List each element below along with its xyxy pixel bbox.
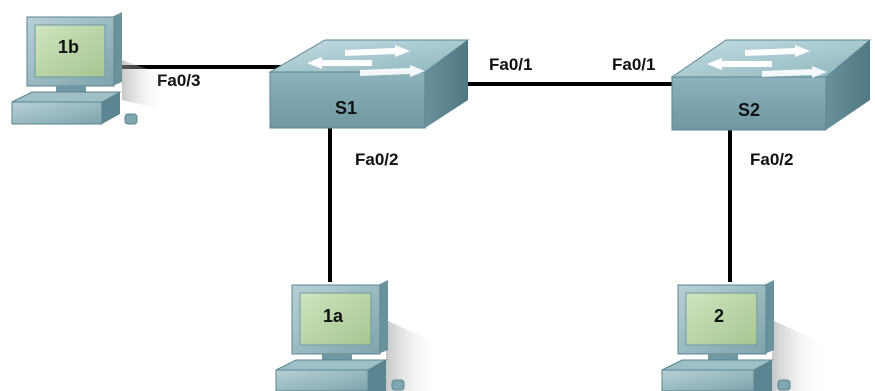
pc-2-label: 2 xyxy=(714,306,724,326)
pc-1b-mouse xyxy=(124,113,138,125)
pc-1b: 1b xyxy=(11,12,165,125)
port-label-s2-fa0-2: Fa0/2 xyxy=(750,150,793,169)
pc-1b-base-side xyxy=(102,92,120,124)
switch-s1-arrows-icon xyxy=(307,45,425,77)
switch-s2-front xyxy=(671,76,827,131)
pc-2-shadow xyxy=(772,320,826,391)
pc-1a-mouse xyxy=(391,379,405,391)
links xyxy=(122,65,732,282)
pc-2-base xyxy=(661,369,755,391)
pc-2-keyboard xyxy=(661,359,774,371)
pc-2-mouse xyxy=(777,379,791,391)
pc-1b-base xyxy=(11,101,103,125)
port-label-s1-fa0-2: Fa0/2 xyxy=(355,150,398,169)
pc-1b-screen xyxy=(34,24,106,78)
pc-1a-shadow xyxy=(386,320,440,391)
pc-1a-base xyxy=(275,369,369,391)
port-label-s1-fa0-1: Fa0/1 xyxy=(489,55,532,74)
pc-1a-label: 1a xyxy=(323,306,344,326)
switch-s1-label: S1 xyxy=(335,98,357,118)
switch-s2-label: S2 xyxy=(738,100,760,120)
pc-1a-screen xyxy=(299,292,372,346)
pc-2-base-side xyxy=(754,360,772,391)
pc-2-stand xyxy=(708,354,738,360)
pc-2: 2 xyxy=(661,280,826,391)
pc-2-screen xyxy=(685,292,758,346)
switch-s1: S1 xyxy=(268,39,470,129)
pc-1b-keyboard xyxy=(11,91,122,103)
pc-1a-stand xyxy=(322,354,352,360)
pc-1b-stand xyxy=(56,86,86,92)
pc-1a: 1a xyxy=(275,280,440,391)
port-label-s2-fa0-1: Fa0/1 xyxy=(612,55,655,74)
switch-s1-front xyxy=(269,71,426,129)
switch-s2-arrows-icon xyxy=(707,45,827,78)
pc-1b-shadow xyxy=(122,60,165,110)
switch-s2: S2 xyxy=(670,39,872,131)
pc-1b-label: 1b xyxy=(58,37,79,57)
port-label-fa0-3: Fa0/3 xyxy=(157,71,200,90)
pc-1a-keyboard xyxy=(275,359,388,371)
switch-s2-side xyxy=(826,40,870,130)
pc-1a-base-side xyxy=(368,360,386,391)
switch-s1-side xyxy=(425,40,468,128)
